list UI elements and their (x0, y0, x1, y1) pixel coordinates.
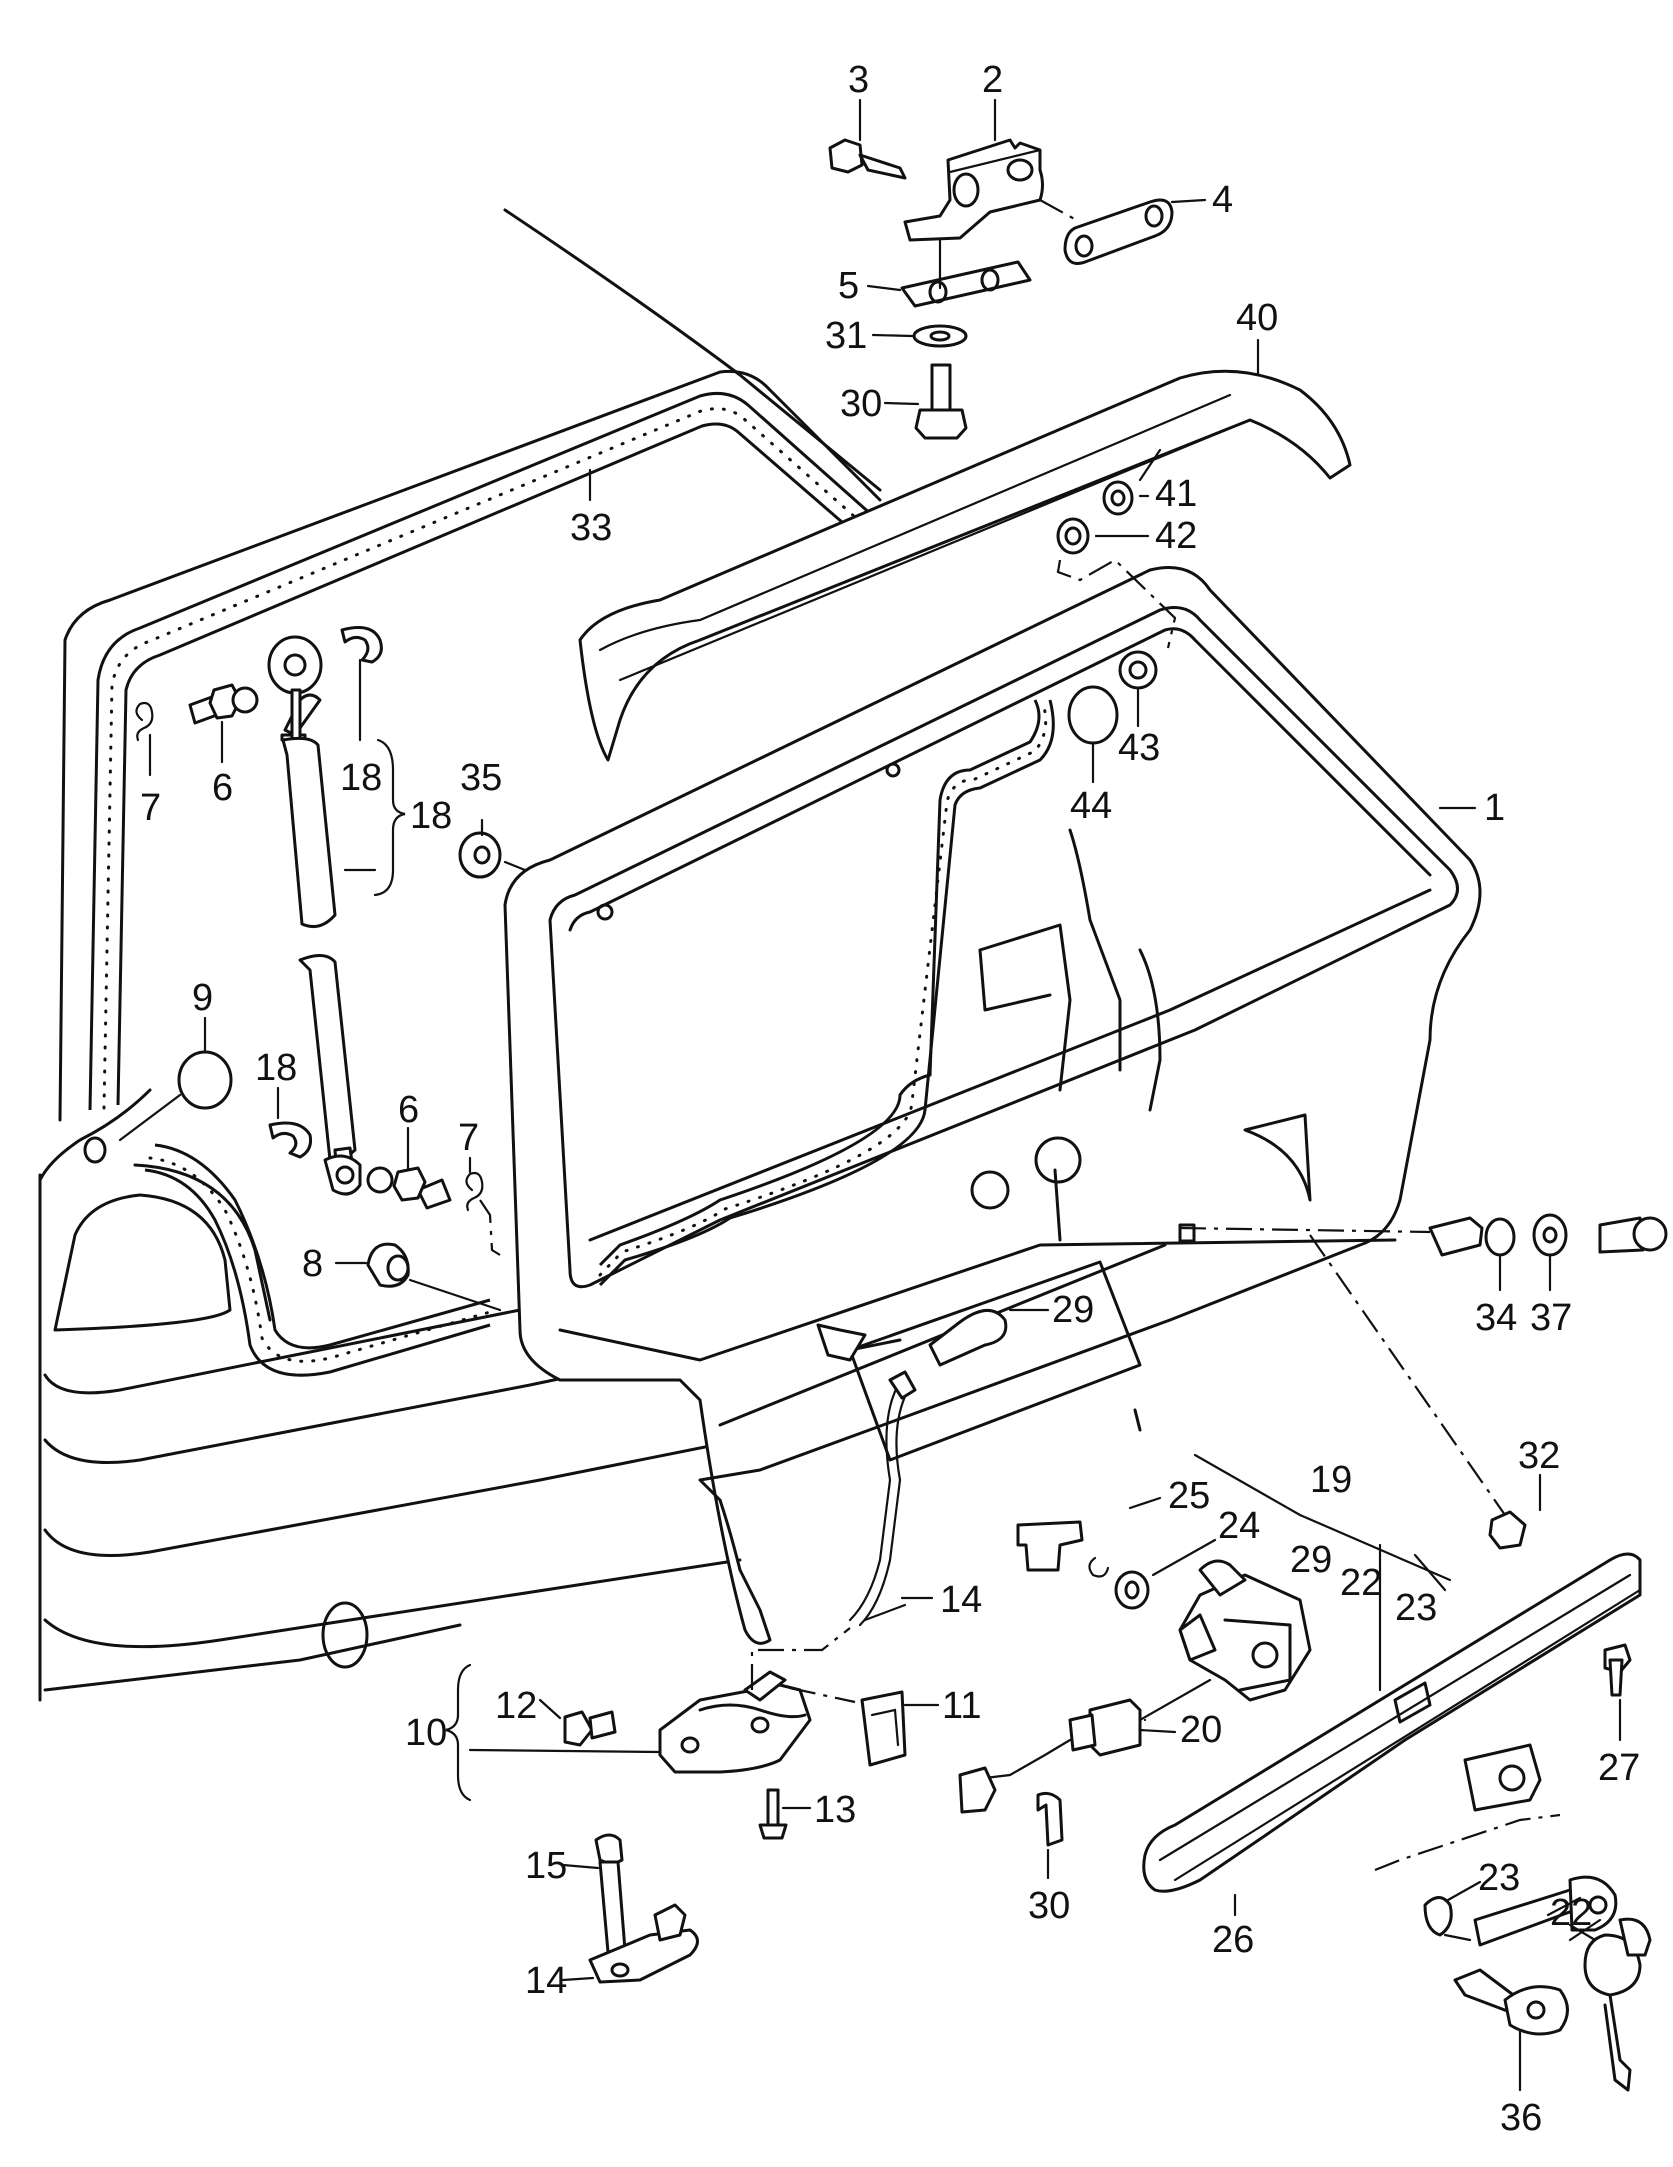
callout-4: 4 (1212, 179, 1233, 221)
callout-23-lower: 23 (1478, 1857, 1520, 1899)
hinge-assembly (828, 138, 1174, 440)
lock-assembly (563, 1213, 1668, 2092)
callout-34: 36 (1500, 2097, 1542, 2139)
callout-40: 40 (1236, 297, 1278, 339)
callout-11: 11 (942, 1685, 981, 1727)
leader-lines (148, 98, 1622, 2092)
callout-30: 30 (1028, 1885, 1070, 1927)
callout-26: 26 (1212, 1919, 1254, 1961)
spoiler (578, 369, 1352, 762)
callout-36: 31 (825, 315, 867, 357)
callout-42: 42 (1155, 515, 1197, 557)
callout-25: 25 (1168, 1475, 1210, 1517)
gas-struts (83, 626, 527, 1312)
callout-37: 37 (1530, 1297, 1572, 1339)
car-body (38, 208, 882, 1702)
callout-16: 14 (940, 1579, 982, 1621)
spoiler-fasteners (1056, 448, 1177, 745)
callout-22-upper: 22 (1340, 1562, 1382, 1604)
callout-1: 1 (1484, 787, 1505, 829)
callout-13: 13 (814, 1789, 856, 1831)
callout-24: 24 (1218, 1505, 1260, 1547)
callout-7-left: 7 (140, 787, 161, 829)
callout-17: 18 (410, 795, 452, 837)
callout-32: 34 (1475, 1297, 1517, 1339)
callout-28: 32 (1518, 1435, 1560, 1477)
callout-6-left: 6 (212, 767, 233, 809)
callout-8: 8 (302, 1243, 323, 1285)
callout-3: 3 (848, 59, 869, 101)
callout-labels: 3 2 4 5 31 30 40 41 42 43 44 1 33 18 18 … (140, 59, 1640, 2139)
callout-5: 5 (838, 265, 859, 307)
callout-29-lower: 29 (1290, 1539, 1332, 1581)
callout-7-right: 7 (458, 1117, 479, 1159)
callout-43: 43 (1118, 727, 1160, 769)
callout-9: 9 (192, 977, 213, 1019)
callout-20: 20 (1180, 1709, 1222, 1751)
callout-22-lower: 22 (1550, 1892, 1592, 1934)
callout-41: 41 (1155, 473, 1197, 515)
callout-33: 35 (460, 757, 502, 799)
tailgate (503, 566, 1482, 1645)
callout-23-upper: 23 (1395, 1587, 1437, 1629)
callout-18-upper: 18 (340, 757, 382, 799)
door-seal (88, 392, 901, 1377)
callout-35: 30 (840, 383, 882, 425)
callout-27: 27 (1598, 1747, 1640, 1789)
callout-12: 12 (495, 1685, 537, 1727)
callout-31: 33 (570, 507, 612, 549)
callout-29-upper: 29 (1052, 1289, 1094, 1331)
callout-6-right: 6 (398, 1089, 419, 1131)
callout-19: 19 (1310, 1459, 1352, 1501)
callout-15: 15 (525, 1845, 567, 1887)
callout-18-lower: 18 (255, 1047, 297, 1089)
callout-10: 10 (405, 1712, 447, 1754)
callout-14: 14 (525, 1960, 567, 2002)
callout-2: 2 (982, 59, 1003, 101)
callout-44: 44 (1070, 785, 1112, 827)
